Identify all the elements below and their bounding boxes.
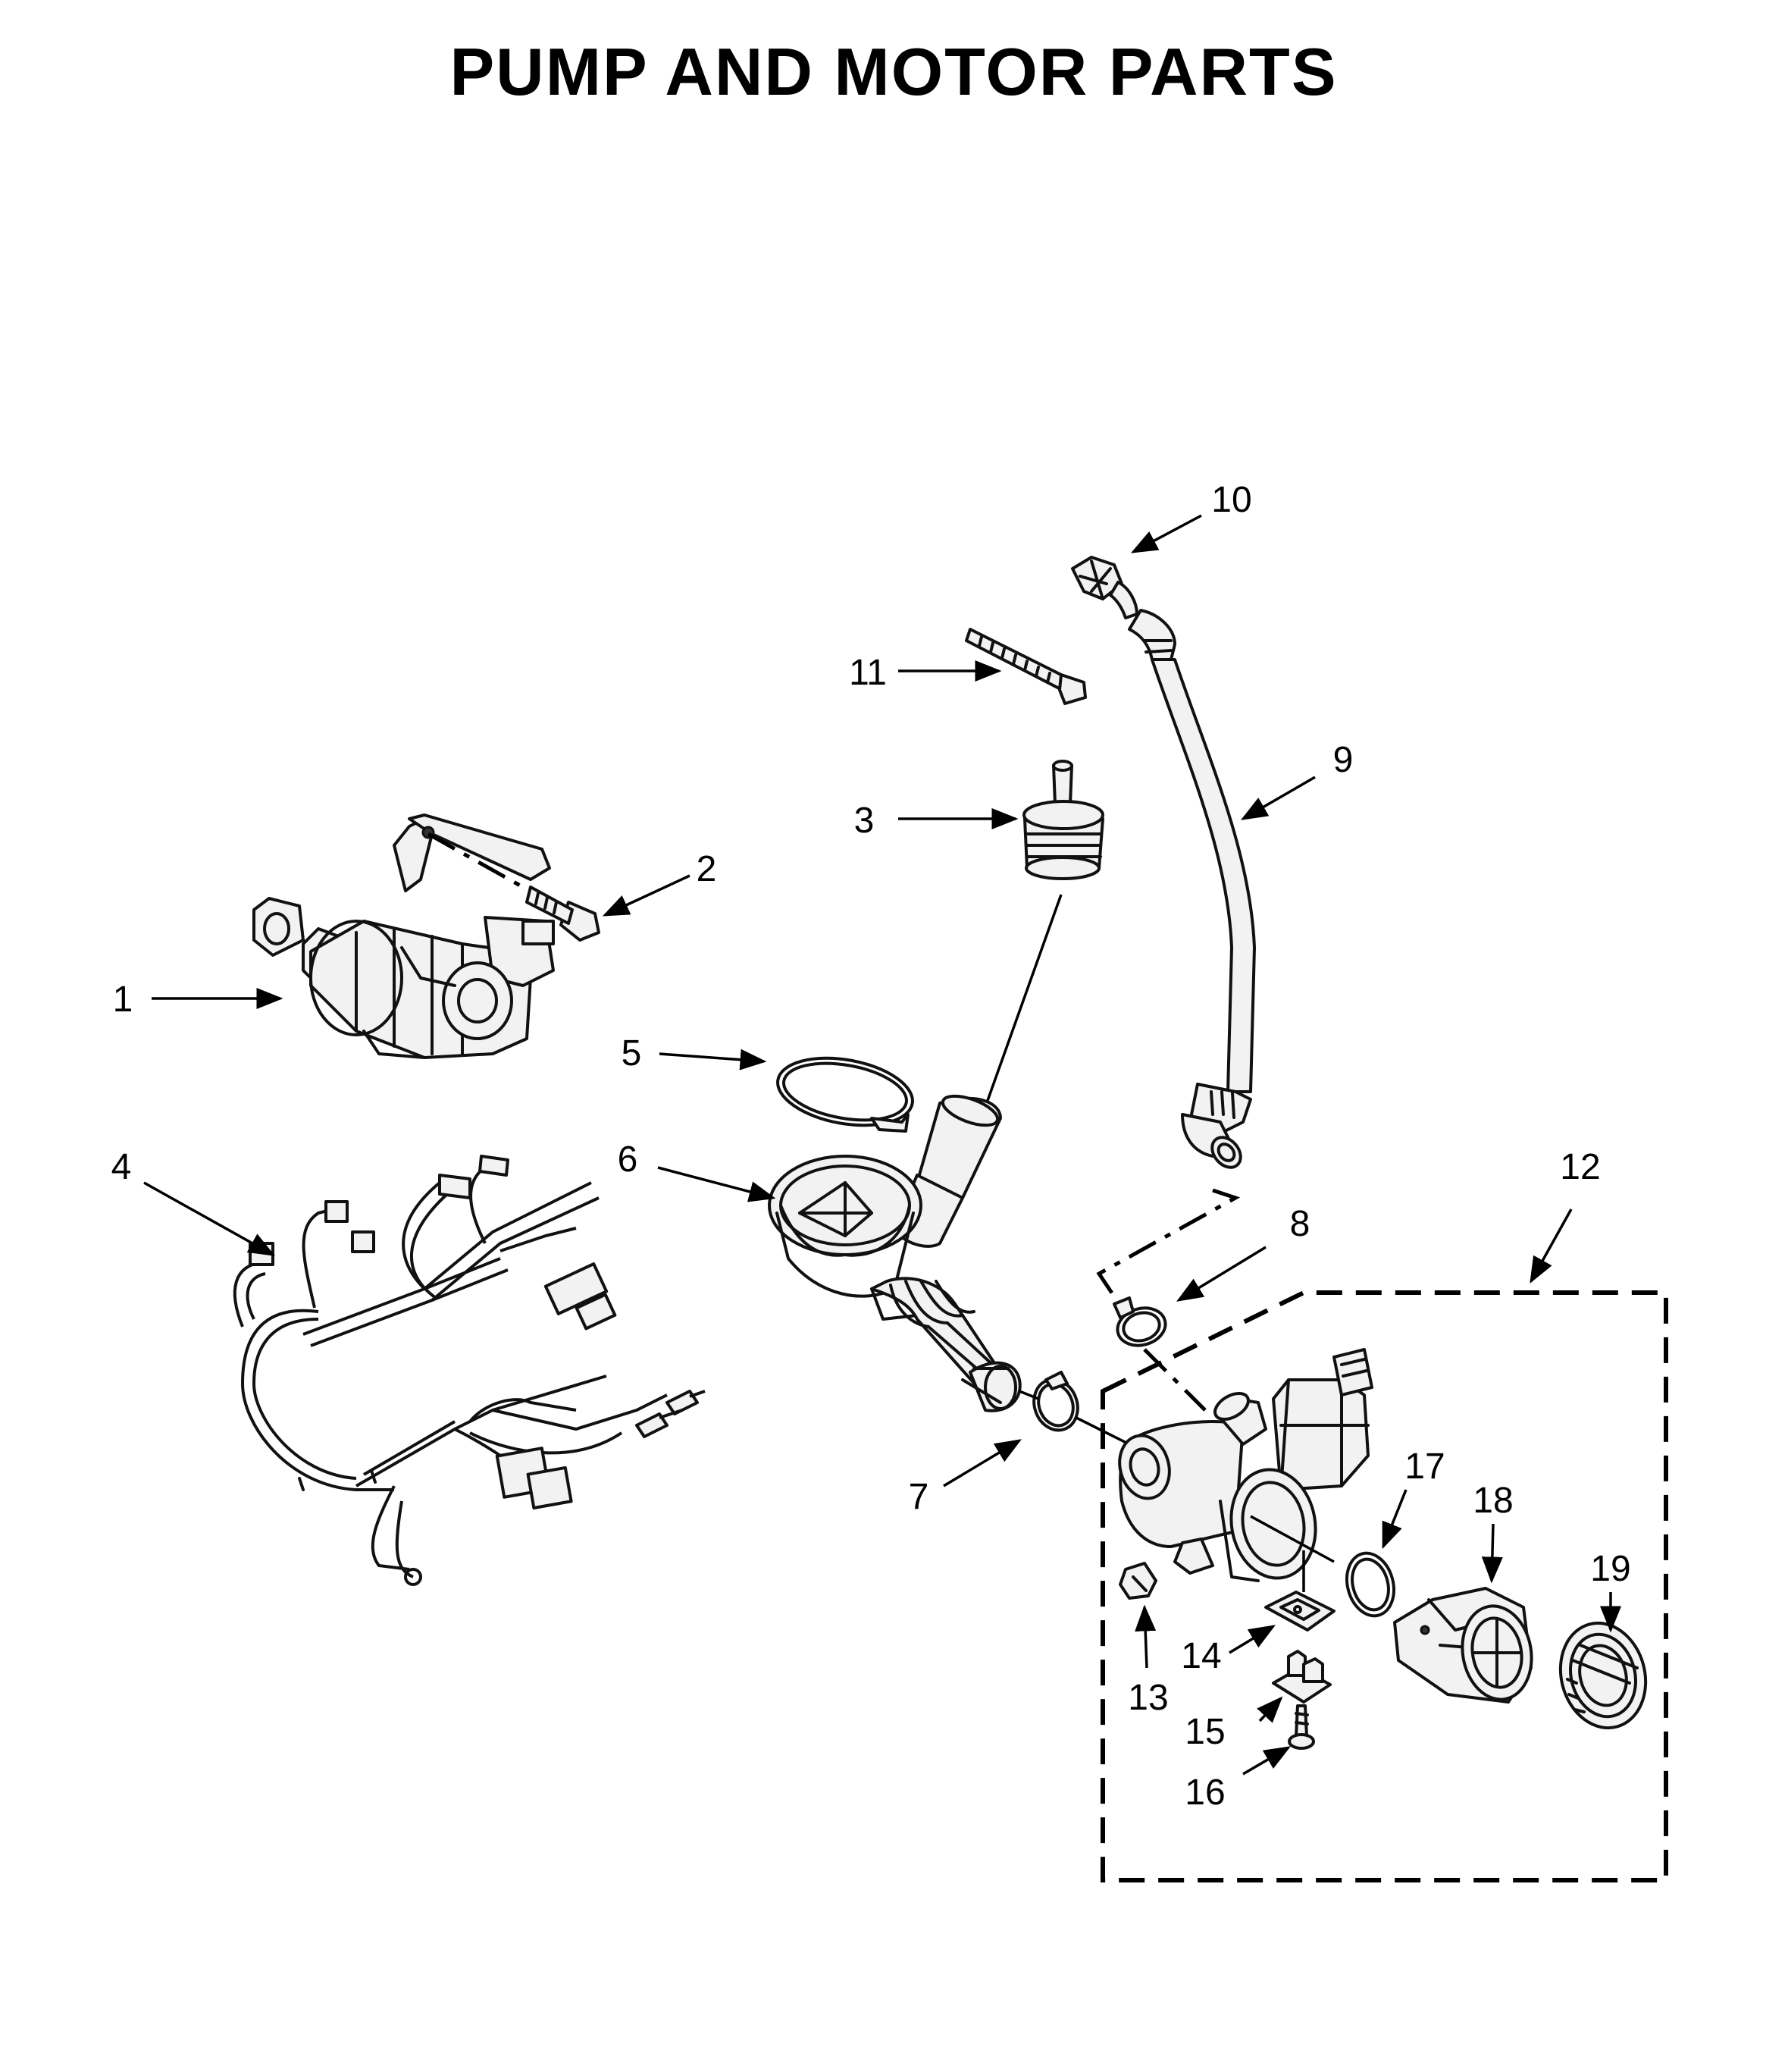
callout-3: 3 [854, 801, 875, 841]
callout-12: 12 [1560, 1147, 1600, 1187]
hose-clamp-5-part [776, 1056, 914, 1133]
drive-motor-part [252, 813, 555, 1059]
callout-leaders [143, 514, 1621, 1776]
callout-5: 5 [622, 1033, 642, 1074]
callout-9: 9 [1333, 740, 1354, 780]
callout-19: 19 [1590, 1549, 1630, 1589]
pressure-switch-fitting-part [984, 760, 1104, 1108]
callout-10: 10 [1211, 480, 1251, 520]
motor-bolt-part [427, 832, 600, 942]
callout-labels: 1 2 3 4 5 6 7 8 9 10 11 12 13 14 15 16 1… [111, 480, 1631, 1813]
filter-housing-part [1393, 1587, 1533, 1704]
callout-11: 11 [849, 653, 887, 693]
cable-tie-part [965, 628, 1087, 705]
o-ring-part [1345, 1551, 1395, 1618]
callout-4: 4 [111, 1147, 132, 1187]
hose-clip-part [1071, 556, 1138, 619]
bracket-part [1272, 1650, 1332, 1704]
hose-clamp-8-part [1096, 1188, 1241, 1412]
clip-part [1119, 1562, 1157, 1600]
callout-2: 2 [697, 849, 717, 889]
callout-6: 6 [618, 1139, 638, 1180]
callout-17: 17 [1404, 1447, 1445, 1487]
callout-14: 14 [1181, 1636, 1221, 1676]
callout-18: 18 [1473, 1481, 1513, 1521]
callout-15: 15 [1185, 1712, 1225, 1752]
wire-harness-part [233, 1155, 706, 1586]
tub-drain-hose-part [768, 1094, 1022, 1412]
callout-7: 7 [909, 1477, 929, 1517]
drain-pump-kit-part [1101, 1290, 1668, 1882]
drain-hose-part [1128, 609, 1256, 1169]
filter-cap-part [1558, 1621, 1648, 1730]
callout-13: 13 [1128, 1678, 1168, 1718]
screw-part [1288, 1704, 1315, 1750]
callout-16: 16 [1185, 1773, 1225, 1813]
gasket-part [1264, 1591, 1336, 1632]
callout-8: 8 [1290, 1204, 1310, 1244]
callout-1: 1 [113, 980, 133, 1020]
diagram-title: PUMP AND MOTOR PARTS [449, 34, 1337, 109]
